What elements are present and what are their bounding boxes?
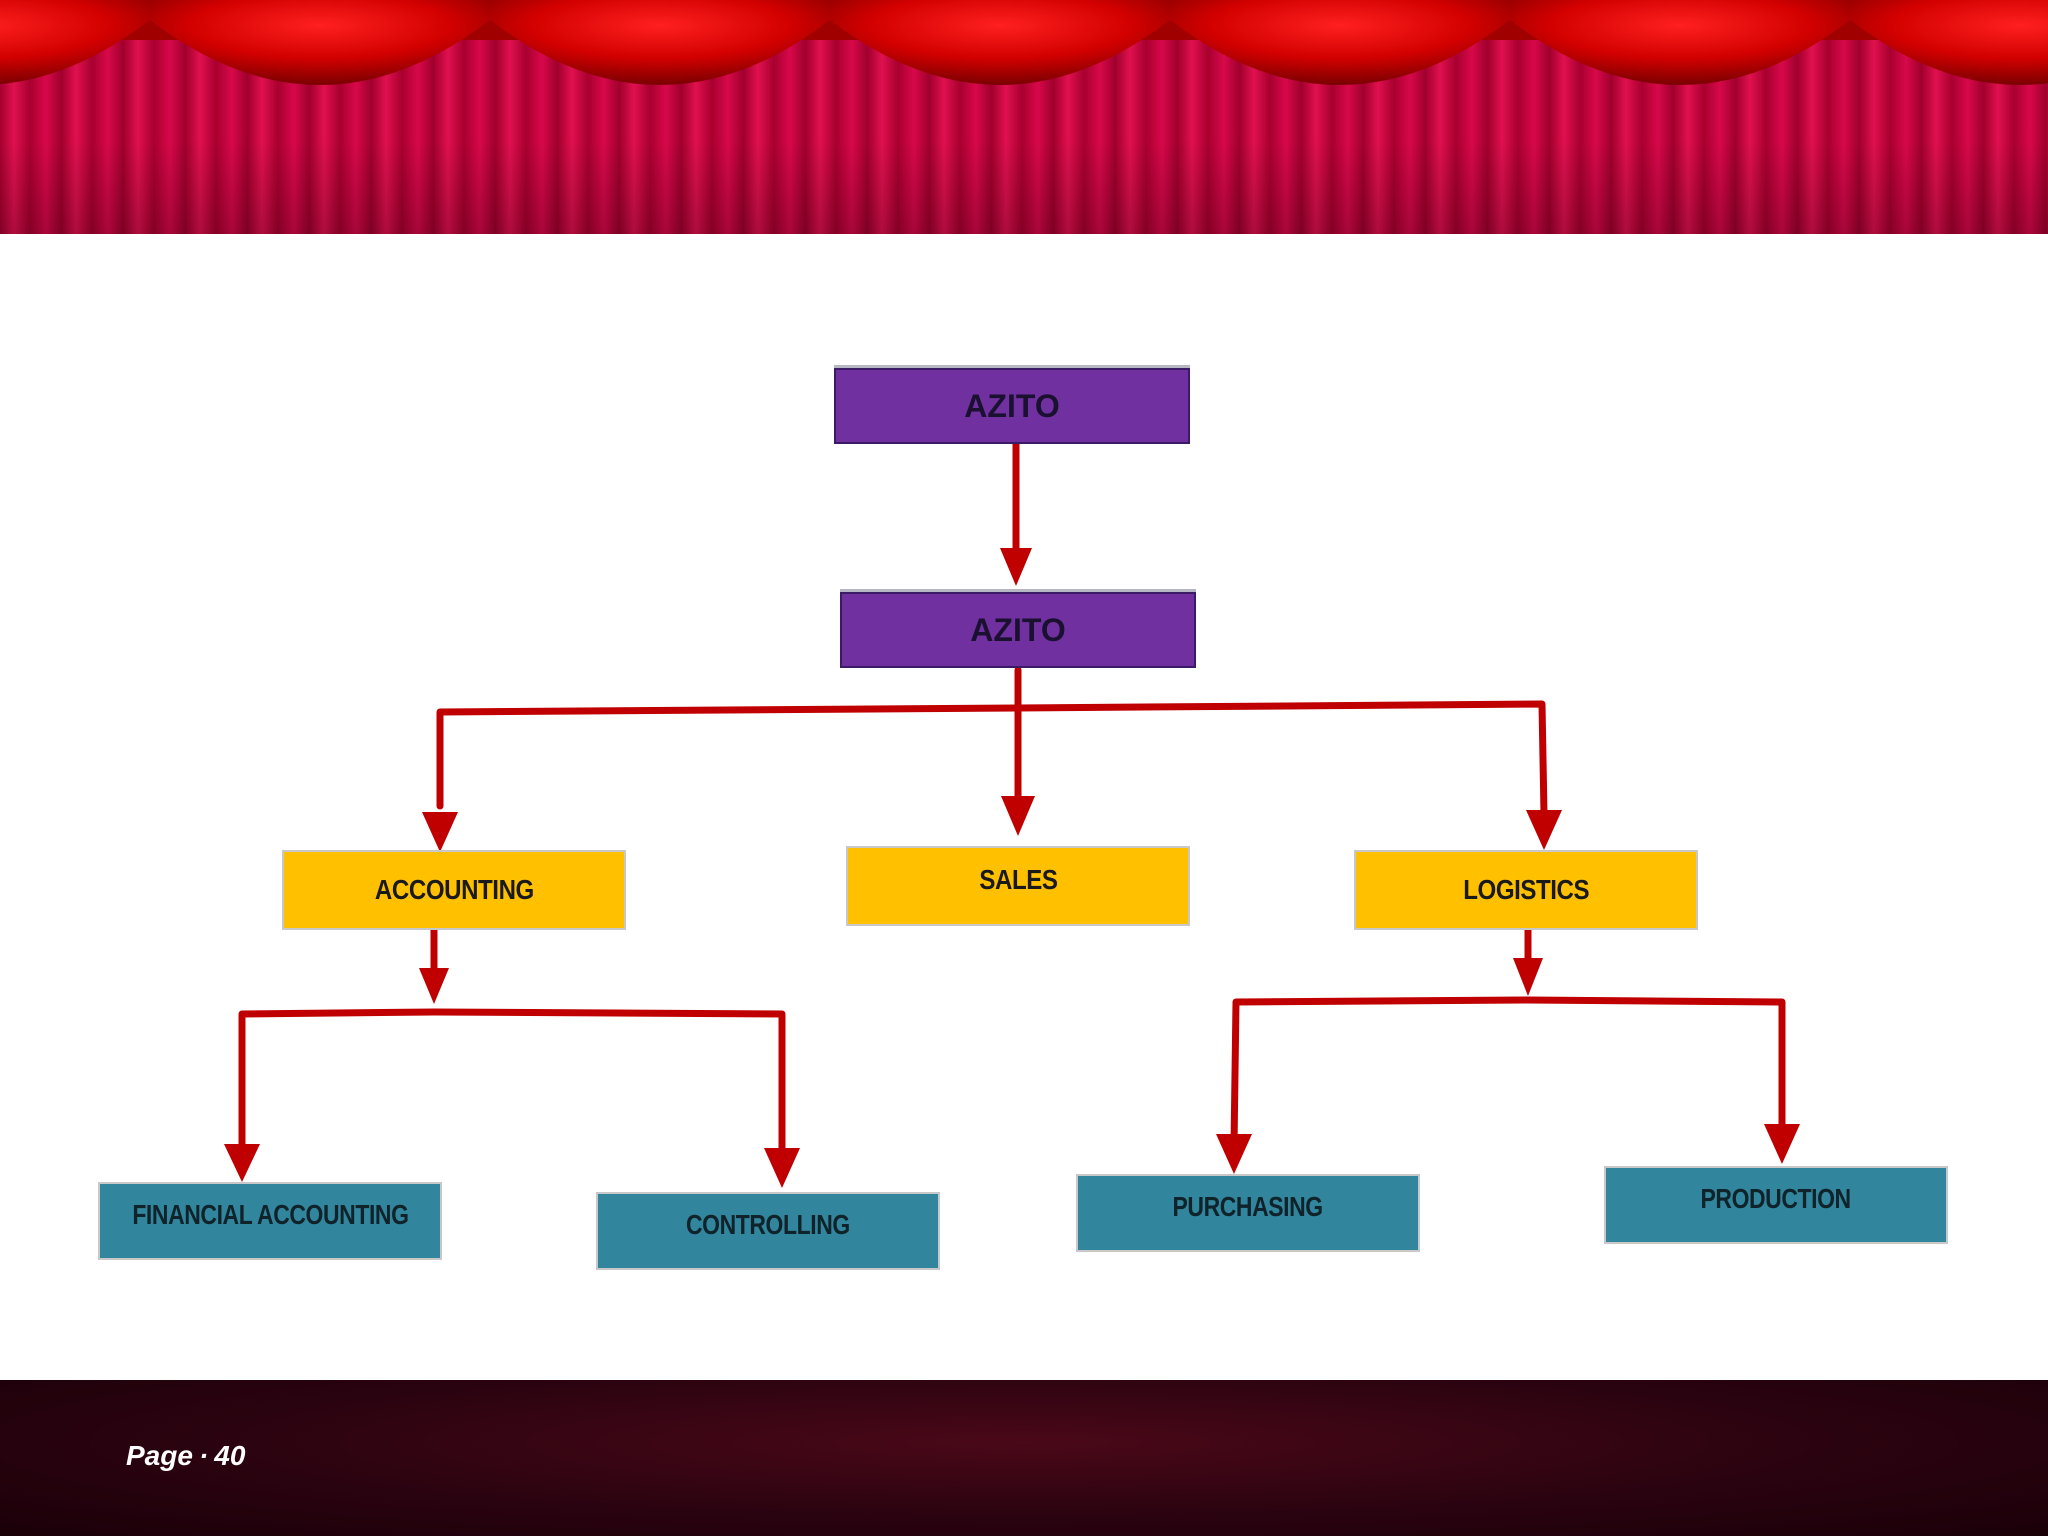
arrowhead-accounting-trunk	[419, 968, 449, 1004]
arrowhead-company	[1000, 548, 1032, 586]
connector-accounting-bus	[238, 1008, 786, 1166]
node-controlling: CONTROLLING	[596, 1192, 940, 1270]
arrowhead-production	[1764, 1124, 1800, 1164]
node-company-label: AZITO	[970, 611, 1066, 648]
node-root-label: AZITO	[964, 387, 1060, 424]
arrowhead-logistics	[1526, 810, 1562, 850]
node-controlling-label: CONTROLLING	[686, 1209, 850, 1240]
connector-logistics-bus	[1230, 996, 1786, 1150]
node-financial-accounting: FINANCIAL ACCOUNTING	[98, 1182, 442, 1260]
node-sales: SALES	[846, 846, 1190, 926]
page-number-value: 40	[214, 1440, 246, 1471]
node-purchasing-label: PURCHASING	[1172, 1191, 1324, 1222]
page-separator: ·	[198, 1440, 209, 1471]
curtain-shade	[0, 0, 2048, 234]
node-purchasing: PURCHASING	[1076, 1174, 1420, 1252]
node-company: AZITO	[840, 592, 1196, 668]
arrowhead-logistics-trunk	[1513, 958, 1543, 996]
node-financial-accounting-label: FINANCIAL ACCOUNTING	[131, 1199, 409, 1230]
node-logistics-label: LOGISTICS	[1463, 874, 1589, 905]
arrowhead-accounting	[422, 812, 458, 852]
curtain-header	[0, 0, 2048, 234]
node-sales-label: SALES	[978, 864, 1058, 895]
page-number: Page·40	[126, 1440, 245, 1472]
curtain-valance	[0, 0, 2048, 85]
curtain-swag	[490, 0, 830, 85]
curtain-swag	[1850, 0, 2048, 85]
node-accounting: ACCOUNTING	[282, 850, 626, 930]
curtain-swag	[150, 0, 490, 85]
curtain-swag	[1170, 0, 1510, 85]
connector-department-bus	[436, 700, 1548, 818]
arrowhead-sales	[1001, 796, 1035, 836]
curtain-swag	[830, 0, 1170, 85]
node-production-label: PRODUCTION	[1700, 1183, 1852, 1214]
curtain-swag	[0, 0, 150, 85]
node-logistics: LOGISTICS	[1354, 850, 1698, 930]
arrowhead-purchasing	[1216, 1134, 1252, 1174]
page-word: Page	[126, 1440, 193, 1471]
node-production: PRODUCTION	[1604, 1166, 1948, 1244]
footer-band	[0, 1380, 2048, 1536]
curtain-swag	[1510, 0, 1850, 85]
node-root: AZITO	[834, 368, 1190, 444]
arrowhead-controlling	[764, 1148, 800, 1188]
node-accounting-label: ACCOUNTING	[374, 874, 534, 905]
arrowhead-financial-accounting	[224, 1144, 260, 1182]
